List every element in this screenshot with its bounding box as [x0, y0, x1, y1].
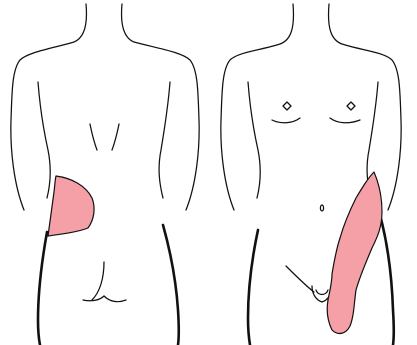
back-left-scapula-mark	[90, 124, 97, 150]
front-left-contour	[221, 4, 294, 210]
front-left-inguinal-line	[286, 266, 314, 292]
front-left-pectoral-line	[272, 118, 300, 123]
back-right-hip-contour	[163, 225, 179, 345]
back-gluteal-fold-right	[104, 296, 126, 302]
back-right-contour	[122, 4, 200, 210]
front-right-nipple	[347, 102, 355, 110]
front-left-nipple	[283, 102, 291, 110]
front-left-hip-contour	[248, 230, 258, 345]
back-right-scapula-mark	[112, 124, 119, 150]
back-view	[11, 4, 199, 345]
back-pain-region	[48, 176, 94, 236]
front-right-contour	[329, 4, 402, 210]
front-left-torso-line	[248, 82, 260, 198]
back-buttocks-line	[92, 262, 104, 300]
front-pain-region	[327, 172, 382, 333]
back-left-contour	[11, 4, 87, 210]
back-left-torso-line	[38, 82, 50, 198]
front-right-pectoral-line	[330, 118, 360, 123]
front-right-hip-contour	[380, 215, 394, 345]
front-view	[221, 4, 401, 345]
back-right-torso-line	[159, 82, 170, 198]
front-navel	[320, 205, 323, 211]
back-left-hip-contour	[38, 232, 47, 345]
front-groin-inner	[316, 290, 328, 295]
